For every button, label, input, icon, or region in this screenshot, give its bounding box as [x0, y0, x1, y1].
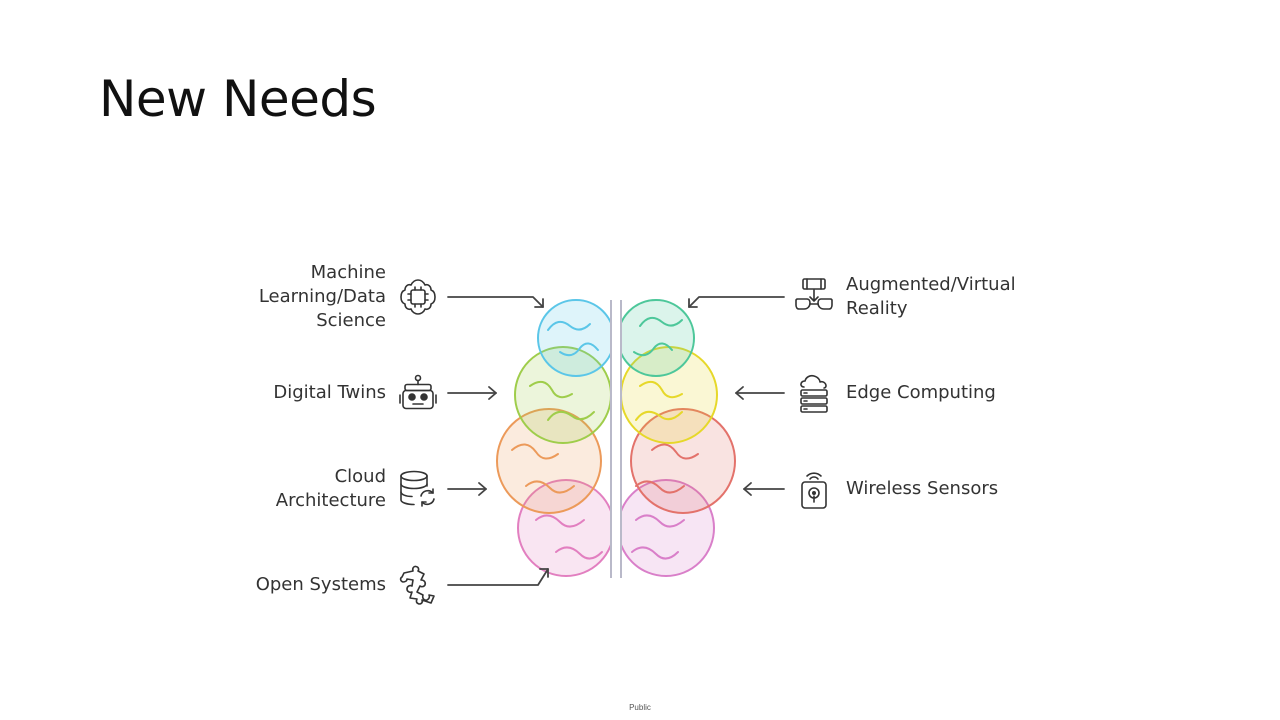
label-edge-computing: Edge Computing	[846, 382, 996, 403]
cloud-server-icon	[794, 373, 834, 413]
lobe-left-top	[537, 299, 611, 377]
puzzle-icon	[398, 565, 438, 605]
label-wireless-sensors: Wireless Sensors	[846, 478, 999, 499]
chip-icon	[398, 277, 438, 317]
arrow-open-systems-head	[539, 568, 549, 578]
arrow-edge-computing-head	[735, 386, 744, 400]
label-augmented-virtual-reality: Augmented/Virtual Reality	[846, 274, 1016, 319]
label-open-systems: Open Systems	[255, 574, 386, 595]
lobe-right-bottom	[621, 479, 715, 577]
database-sync-icon	[398, 469, 438, 509]
robot-icon	[398, 373, 438, 413]
brain-gyrus-right-14	[635, 514, 685, 528]
label-digital-twins: Digital Twins	[273, 382, 386, 403]
arrow-digital-twins-head	[488, 386, 497, 400]
arrow-augmented-virtual-reality-head	[688, 298, 698, 308]
arrow-open-systems	[447, 568, 549, 586]
brain-gyrus-right-13	[635, 480, 685, 494]
brain-gyrus-right-10	[639, 380, 683, 399]
label-cloud-architecture: Cloud Architecture	[275, 466, 386, 511]
lobe-right-lower	[630, 408, 736, 514]
brain-gyrus-left-3	[547, 410, 595, 421]
brain-gyrus-right-11	[635, 410, 683, 421]
brain-gyrus-left-1	[559, 342, 599, 357]
arrow-cloud-architecture-head	[478, 482, 487, 496]
brain-gyrus-right-8	[639, 316, 683, 327]
label-machine-learning: Machine Learning/Data Science	[258, 262, 386, 331]
wireless-sensor-icon	[794, 469, 834, 509]
brain-gyrus-right-12	[651, 443, 699, 460]
arrow-augmented-virtual-reality	[688, 296, 785, 308]
brain-gyrus-left-4	[511, 443, 559, 460]
lobe-left-bottom	[517, 479, 611, 577]
brain-gyrus-left-2	[529, 380, 573, 399]
vr-headset-icon	[794, 277, 834, 317]
page-title: New Needs	[99, 70, 377, 128]
brain-gyrus-left-5	[525, 480, 575, 494]
footer-classification: Public	[629, 703, 651, 712]
lobe-left-lower	[496, 408, 602, 514]
brain-gyrus-left-0	[547, 320, 591, 331]
arrow-machine-learning	[447, 296, 544, 308]
brain-gyrus-left-7	[555, 546, 603, 560]
lobe-right-top	[621, 299, 695, 377]
brain-gyrus-right-15	[631, 546, 679, 560]
brain-gyrus-left-6	[535, 514, 585, 528]
lobe-left-middle	[514, 346, 611, 444]
arrow-wireless-sensors-head	[743, 482, 752, 496]
arrow-machine-learning-head	[534, 298, 544, 308]
brain-gyrus-right-9	[633, 342, 673, 357]
